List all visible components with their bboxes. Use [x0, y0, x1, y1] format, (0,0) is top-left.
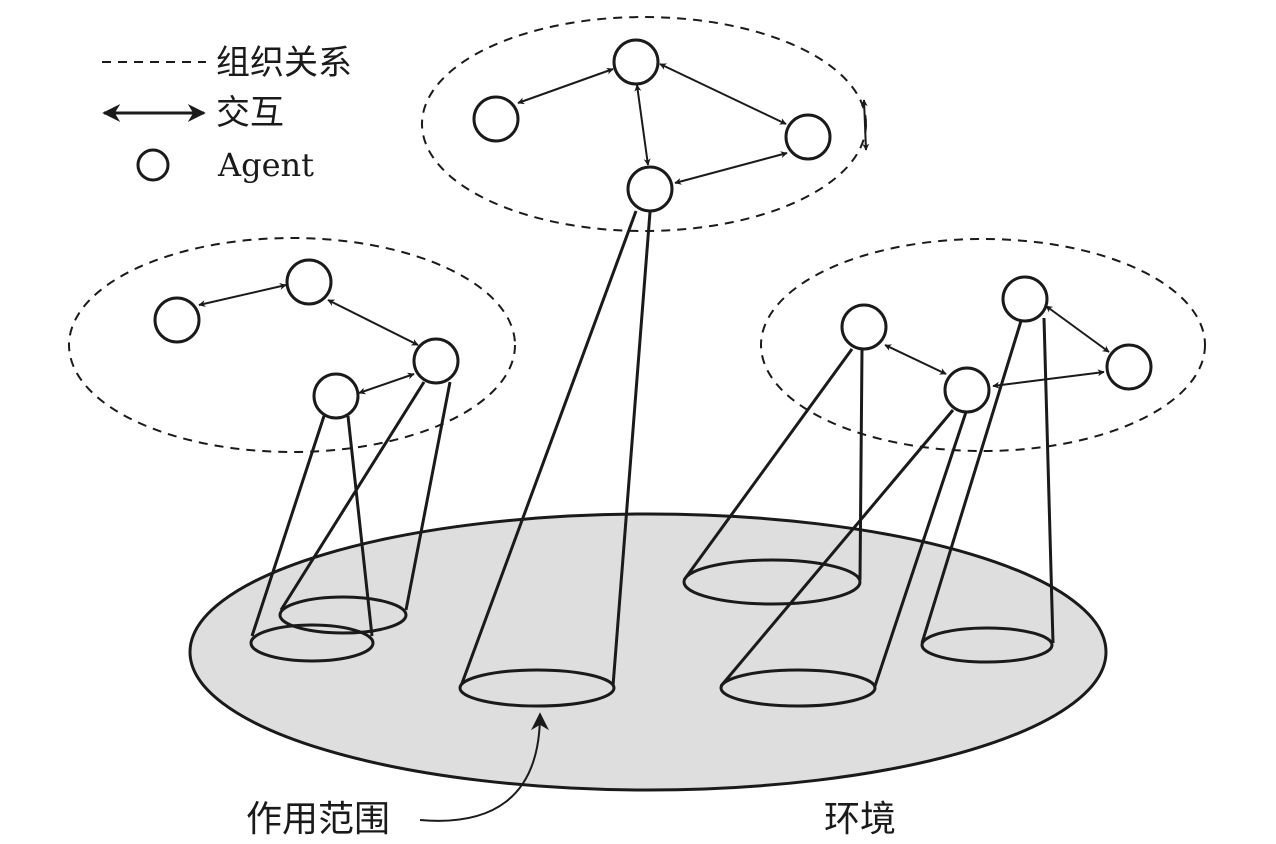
scope-cones	[249, 210, 1055, 708]
agent-node	[153, 296, 201, 344]
scope-ellipse-right-c	[920, 626, 1054, 664]
interaction-top-4	[674, 151, 788, 185]
agent-node	[784, 113, 832, 161]
agent-node	[612, 38, 660, 86]
agent-node	[412, 337, 460, 385]
scope-ellipse-left-b	[278, 595, 408, 635]
org-boundary-right	[760, 238, 1206, 452]
agent-node	[285, 258, 333, 306]
interaction-top-1	[517, 67, 614, 105]
interaction-left-1	[198, 283, 287, 307]
interaction-left-3	[358, 372, 415, 395]
agent-node	[840, 303, 888, 351]
environment-ellipse	[188, 512, 1108, 792]
scope-ellipse-right-a	[682, 558, 862, 606]
org-boundary-left	[68, 237, 516, 453]
legend-org-label: 组织关系	[216, 43, 352, 83]
scope-pointer-curve	[419, 712, 549, 822]
scope-label: 作用范围	[246, 799, 390, 840]
org-boundary-arrow	[860, 99, 870, 151]
legend-agent-icon	[136, 148, 170, 182]
agent-node	[312, 372, 360, 420]
agents	[153, 38, 1153, 420]
environment-label: 环境	[824, 799, 896, 840]
agent-node	[1001, 275, 1049, 323]
agent-node	[1105, 343, 1153, 391]
interaction-right-2	[1045, 305, 1110, 353]
interaction-right-1	[884, 344, 947, 375]
legend-interaction-label: 交互	[216, 93, 284, 133]
agent-node	[626, 165, 674, 213]
scope-ellipse-right-b	[719, 668, 877, 708]
agent-node	[472, 95, 520, 143]
interaction-top-3	[634, 84, 651, 166]
interaction-right-3	[992, 369, 1105, 389]
scope-ellipse-center	[458, 668, 616, 708]
agent-node	[943, 366, 991, 414]
legend-agent-label: Agent	[217, 146, 314, 184]
interaction-top-2	[659, 63, 787, 125]
interaction-arrows	[198, 63, 1110, 395]
legend: 组织关系 交互 Agent	[102, 43, 352, 184]
interaction-left-2	[327, 299, 419, 346]
